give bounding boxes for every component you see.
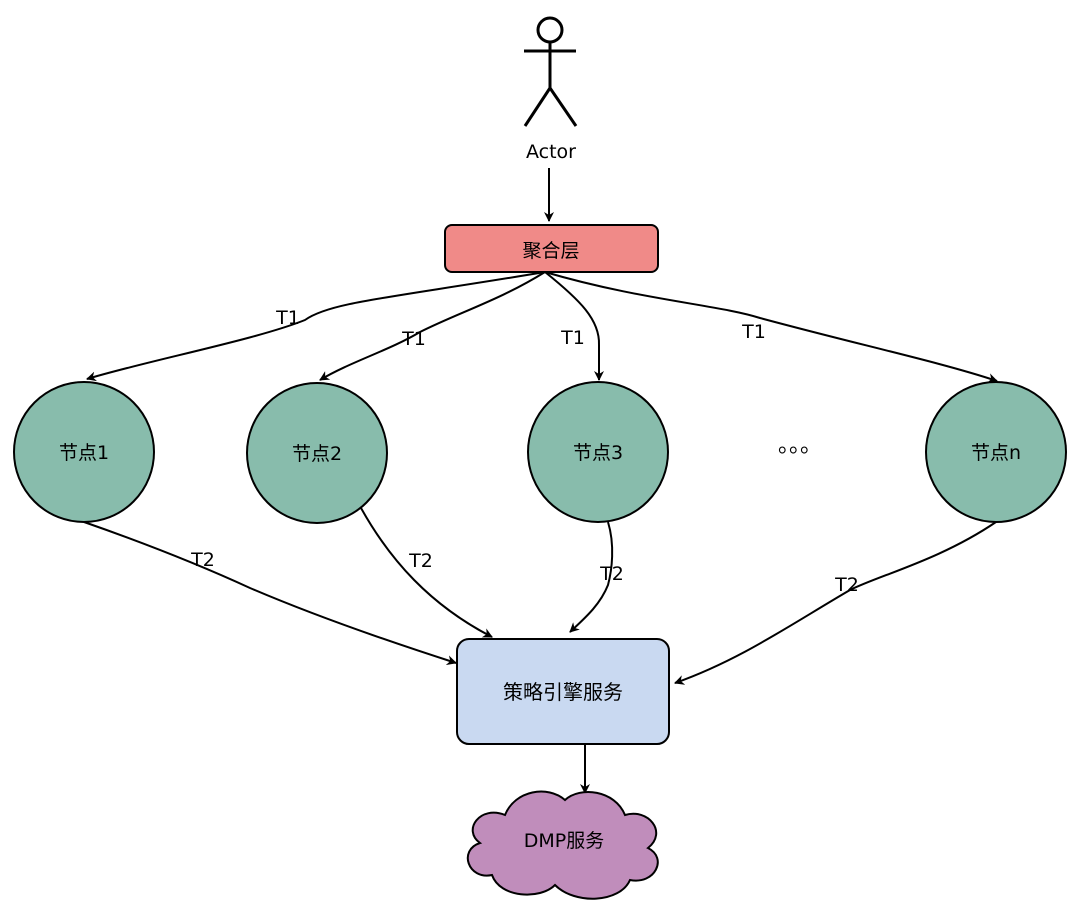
dmp-service: DMP服务 [467,790,659,900]
strategy-engine-label: 策略引擎服务 [503,680,623,704]
aggregation-layer: 聚合层 [444,224,659,273]
edge-label-t1: T1 [275,307,300,329]
edge-t1-node3 [544,271,604,381]
strategy-engine-service: 策略引擎服务 [456,638,670,745]
edge-t2-node1 [83,521,457,666]
edge-t1-noden [544,271,998,383]
node-label: 节点2 [292,443,342,465]
node-n: 节点n [925,381,1067,523]
actor-label: Actor [526,141,576,163]
aggregation-layer-label: 聚合层 [522,240,579,262]
cloud-icon [467,790,659,900]
edge-label-t1: T1 [401,328,426,350]
node-circle [527,381,669,523]
edge-label-t2: T2 [408,550,433,572]
edge-label-t2: T2 [190,549,215,571]
edge-t2-node2 [360,507,493,638]
edge-label-t2: T2 [599,563,624,585]
node-label: 节点n [971,442,1021,464]
strategy-engine-box [456,638,670,745]
node-circle [246,382,388,524]
node-1: 节点1 [13,381,155,523]
actor: Actor [523,16,578,163]
dmp-service-label: DMP服务 [524,830,604,852]
node-label: 节点1 [59,442,109,464]
node-2: 节点2 [246,382,388,524]
edge-t1-node2 [319,271,546,381]
node-3: 节点3 [527,381,669,523]
edge-t2-noden [674,521,997,685]
ellipsis-label: 。。。 [778,433,822,458]
node-label: 节点3 [573,442,623,464]
edge-label-t2: T2 [834,574,859,596]
actor-figure-icon [523,16,578,127]
edge-label-t1: T1 [560,327,585,349]
edge-t1-node1 [86,271,546,382]
edge-t2-node3 [569,521,614,633]
aggregation-layer-box [444,224,659,273]
edge-label-t1: T1 [741,321,766,343]
